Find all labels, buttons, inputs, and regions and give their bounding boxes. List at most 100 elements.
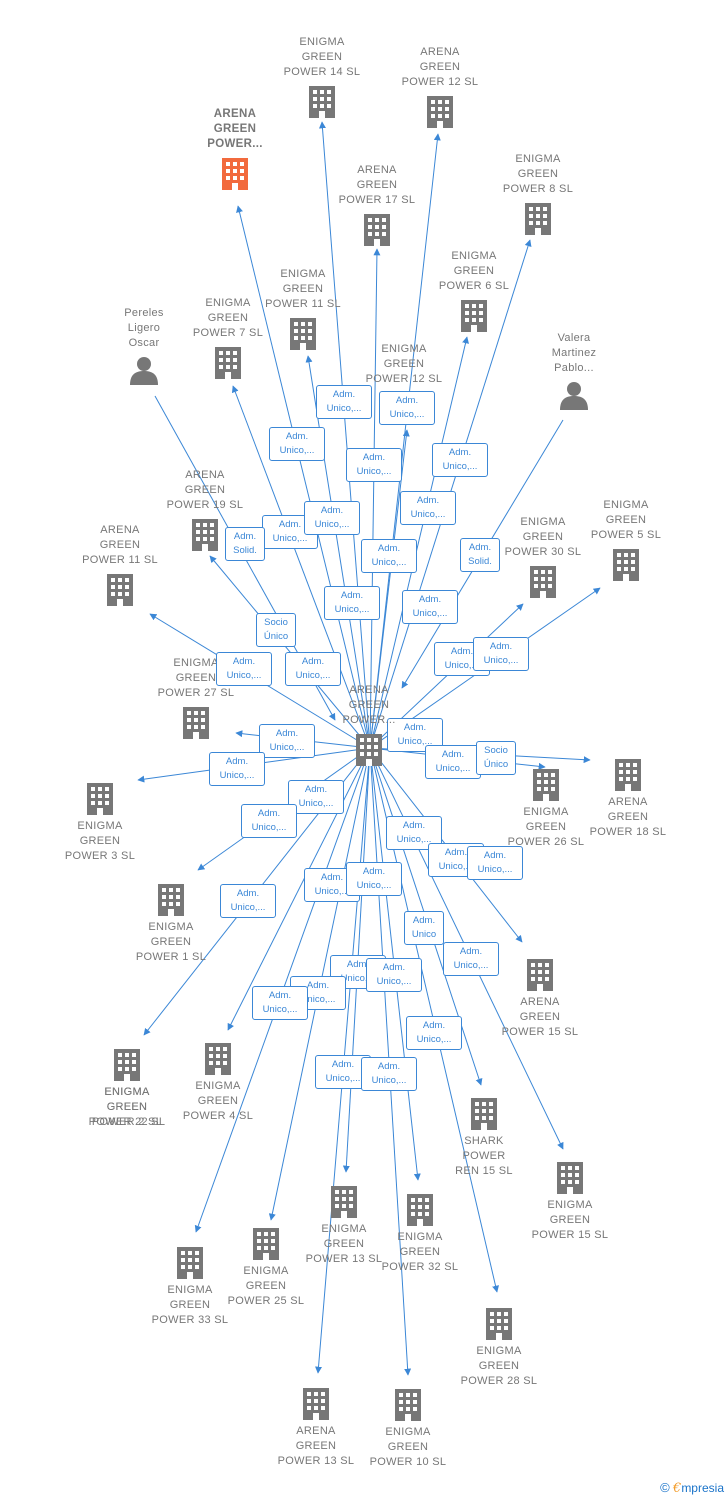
company-node[interactable]: ENIGMA GREEN POWER 8 SL xyxy=(478,152,598,235)
relation-label[interactable]: Adm. Unico,... xyxy=(425,745,481,779)
company-node[interactable]: ENIGMA GREEN POWER 25 SL xyxy=(206,1222,326,1309)
company-node[interactable]: ENIGMA GREEN POWER 11 SL xyxy=(243,267,363,350)
company-node[interactable]: ARENA GREEN POWER 19 SL xyxy=(145,468,265,551)
company-node[interactable]: ENIGMA GREEN POWER 33 SL xyxy=(130,1241,250,1328)
person-node[interactable]: Pereles Ligero Oscar xyxy=(84,306,204,385)
company-node[interactable]: ARENA GREEN POWER 13 SL xyxy=(256,1382,376,1469)
relation-label[interactable]: Adm. Solid. xyxy=(225,527,265,561)
relation-label[interactable]: Adm. Unico,... xyxy=(220,884,276,918)
node-label: ENIGMA GREEN POWER 13 SL xyxy=(305,1223,383,1265)
empresia-brand[interactable]: © €mpresia xyxy=(660,1480,724,1496)
company-node[interactable]: ENIGMA GREEN POWER 5 SL xyxy=(566,498,686,581)
center-company-label: ARENA GREEN POWER... xyxy=(342,684,396,726)
relation-label[interactable]: Socio Único xyxy=(476,741,516,775)
relation-label[interactable]: Adm. Unico,... xyxy=(304,501,360,535)
node-label: ARENA GREEN POWER 19 SL xyxy=(166,469,244,511)
company-node[interactable]: ENIGMA GREEN POWER 4 SL xyxy=(158,1037,278,1124)
company-node[interactable]: ARENA GREEN POWER 11 SL xyxy=(60,523,180,606)
node-label: ENIGMA GREEN POWER 22 SL xyxy=(88,1086,166,1128)
building-icon xyxy=(253,1228,279,1260)
company-node[interactable]: ENIGMA GREEN POWER 28 SL xyxy=(439,1302,559,1389)
relation-label[interactable]: Adm. Unico,... xyxy=(473,637,529,671)
building-icon xyxy=(613,549,639,581)
company-node[interactable]: ENIGMA GREEN POWER 22 SL xyxy=(67,1043,187,1130)
relation-label[interactable]: Adm. Unico,... xyxy=(346,448,402,482)
building-icon xyxy=(461,300,487,332)
relation-label[interactable]: Adm. Unico,... xyxy=(443,942,499,976)
company-node[interactable]: ENIGMA GREEN POWER 7 SL xyxy=(168,296,288,379)
building-icon xyxy=(557,1162,583,1194)
relation-label[interactable]: Adm. Unico,... xyxy=(432,443,488,477)
company-node[interactable]: ENIGMA GREEN POWER 3 SL xyxy=(40,777,160,864)
node-label: ENIGMA GREEN POWER 30 SL xyxy=(504,516,582,558)
relation-label[interactable]: Adm. Unico,... xyxy=(346,862,402,896)
node-label: ENIGMA GREEN POWER 2 SL xyxy=(91,1086,163,1128)
center-company-node[interactable]: ARENA GREEN POWER... xyxy=(309,683,429,766)
node-label: ARENA GREEN POWER 12 SL xyxy=(401,46,479,88)
relation-label[interactable]: Adm. Unico,... xyxy=(216,652,272,686)
building-icon xyxy=(395,1389,421,1421)
person-icon xyxy=(130,357,158,385)
relation-label[interactable]: Adm. Unico,... xyxy=(209,752,265,786)
person-node[interactable]: Valera Martinez Pablo... xyxy=(514,331,634,410)
building-icon xyxy=(331,1186,357,1218)
relation-label[interactable]: Adm. Unico,... xyxy=(288,780,344,814)
building-icon xyxy=(471,1098,497,1130)
relation-label[interactable]: Adm. Unico,... xyxy=(361,539,417,573)
company-node[interactable]: ENIGMA GREEN POWER 13 SL xyxy=(284,1180,404,1267)
company-node[interactable]: ENIGMA GREEN POWER 6 SL xyxy=(414,249,534,332)
relation-label[interactable]: Adm. Unico,... xyxy=(269,427,325,461)
company-node[interactable]: ENIGMA GREEN POWER 14 SL xyxy=(262,35,382,118)
building-icon xyxy=(177,1247,203,1279)
edge-n7 xyxy=(305,355,371,749)
company-node[interactable]: ARENA GREEN POWER... xyxy=(175,107,295,190)
node-label: ENIGMA GREEN POWER 15 SL xyxy=(531,1199,609,1241)
company-node[interactable]: ARENA GREEN POWER 15 SL xyxy=(480,953,600,1040)
edge-n4 xyxy=(369,248,381,749)
company-node[interactable]: ENIGMA GREEN POWER 15 SL xyxy=(510,1156,630,1243)
company-node[interactable]: ARENA GREEN POWER 12 SL xyxy=(380,45,500,128)
edge-n23 xyxy=(227,747,371,1031)
relation-label[interactable]: Adm. Unico,... xyxy=(402,590,458,624)
node-label: Valera Martinez Pablo... xyxy=(551,332,597,374)
relation-label[interactable]: Adm. Unico,... xyxy=(406,1016,462,1050)
company-node[interactable]: ENIGMA GREEN POWER 10 SL xyxy=(348,1383,468,1470)
relation-label[interactable]: Adm. Unico,... xyxy=(285,652,341,686)
building-icon xyxy=(107,574,133,606)
relation-label[interactable]: Socio Único xyxy=(256,613,296,647)
relation-label[interactable]: Adm. Unico,... xyxy=(366,958,422,992)
edge-n1 xyxy=(318,121,371,749)
building-icon xyxy=(158,884,184,916)
company-node[interactable]: ENIGMA GREEN POWER 1 SL xyxy=(111,878,231,965)
company-node[interactable]: ENIGMA GREEN POWER 32 SL xyxy=(360,1188,480,1275)
relation-label[interactable]: Adm. Solid. xyxy=(460,538,500,572)
relation-label[interactable]: Adm. Unico,... xyxy=(467,846,523,880)
building-icon xyxy=(356,734,382,766)
relation-label[interactable]: Adm. Unico,... xyxy=(252,986,308,1020)
company-node[interactable]: ENIGMA GREEN POWER 26 SL xyxy=(486,763,606,850)
edge-n6 xyxy=(369,336,469,749)
relation-label[interactable]: Adm. Unico xyxy=(404,911,444,945)
node-label: ENIGMA GREEN POWER 25 SL xyxy=(227,1265,305,1307)
company-node[interactable]: ARENA GREEN POWER 18 SL xyxy=(568,753,688,840)
company-node[interactable]: ARENA GREEN POWER 17 SL xyxy=(317,163,437,246)
relation-label[interactable]: Adm. Unico,... xyxy=(316,385,372,419)
relation-label[interactable]: Adm. Unico,... xyxy=(259,724,315,758)
relation-label[interactable]: Adm. Unico,... xyxy=(379,391,435,425)
relation-label[interactable]: Adm. Unico,... xyxy=(324,586,380,620)
building-icon xyxy=(290,318,316,350)
building-icon xyxy=(87,783,113,815)
company-node[interactable]: SHARK POWER REN 15 SL xyxy=(424,1092,544,1179)
company-node[interactable]: ENIGMA GREEN POWER 27 SL xyxy=(136,656,256,739)
edge-n11 xyxy=(369,429,410,749)
node-label: ENIGMA GREEN POWER 10 SL xyxy=(369,1426,447,1468)
relation-label[interactable]: Adm. Unico,... xyxy=(361,1057,417,1091)
building-icon xyxy=(615,759,641,791)
building-icon xyxy=(486,1308,512,1340)
relation-label[interactable]: Adm. Unico,... xyxy=(241,804,297,838)
relation-label[interactable]: Adm. Unico,... xyxy=(400,491,456,525)
company-node[interactable]: ENIGMA GREEN POWER 30 SL xyxy=(483,515,603,598)
node-label: ARENA GREEN POWER 11 SL xyxy=(82,524,158,566)
node-label: ENIGMA GREEN POWER 12 SL xyxy=(365,343,443,385)
building-icon xyxy=(205,1043,231,1075)
